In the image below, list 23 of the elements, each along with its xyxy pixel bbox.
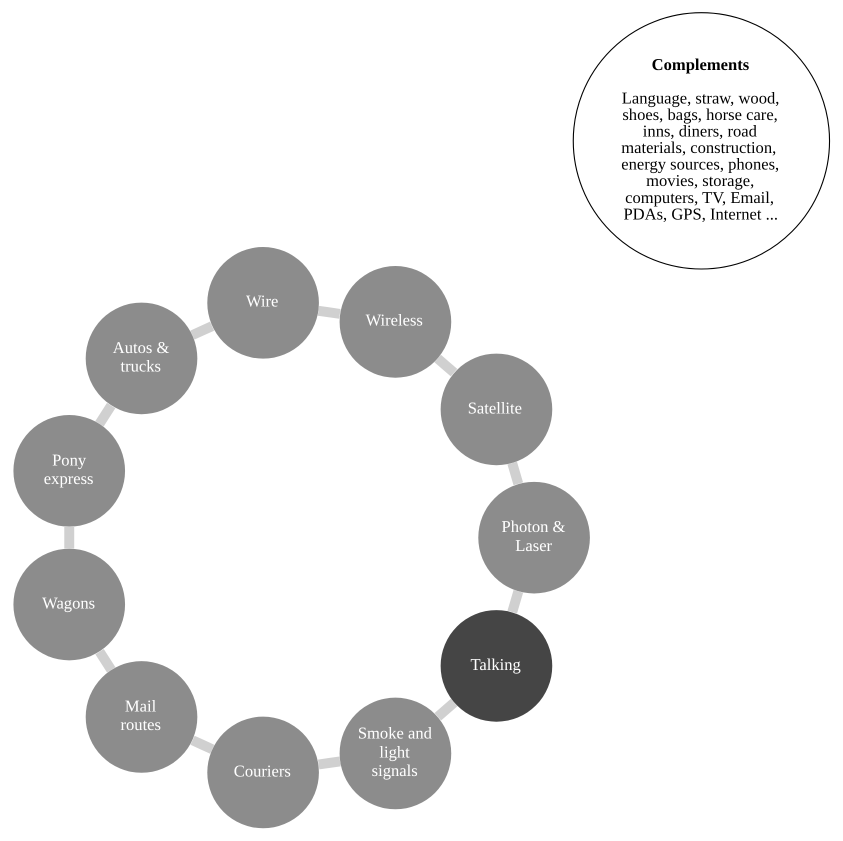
connector (318, 306, 341, 319)
node-circle: Complements Language, straw, wood, shoes, bags, horse care, inns, diners, road materials, construction, energy sources, phones, movies, storage, computers, TV, Email, PDAs, GPS, Internet ... (572, 12, 830, 270)
node-circle: Autos & trucks (86, 302, 198, 414)
connector (507, 590, 524, 614)
node-circle: Photon & Laser (478, 482, 590, 594)
connector (190, 322, 214, 340)
node-circle: Smoke and light signals (340, 698, 452, 810)
connector (434, 698, 458, 720)
connector (190, 736, 214, 754)
node-circle: Couriers (207, 716, 319, 828)
node-circle: Talking (440, 610, 552, 722)
connector (434, 354, 458, 376)
node-circle: Wire (207, 247, 319, 359)
connector (95, 649, 116, 673)
node-circle: Wagons (13, 548, 126, 660)
node-circle: Pony express (13, 415, 126, 527)
connector (507, 462, 524, 486)
connector (64, 526, 74, 549)
connector (318, 756, 341, 770)
node-circle: Wireless (340, 266, 452, 378)
connector (95, 402, 116, 426)
node-circle: Satellite (440, 354, 552, 466)
node-circle: Mail routes (86, 661, 198, 773)
